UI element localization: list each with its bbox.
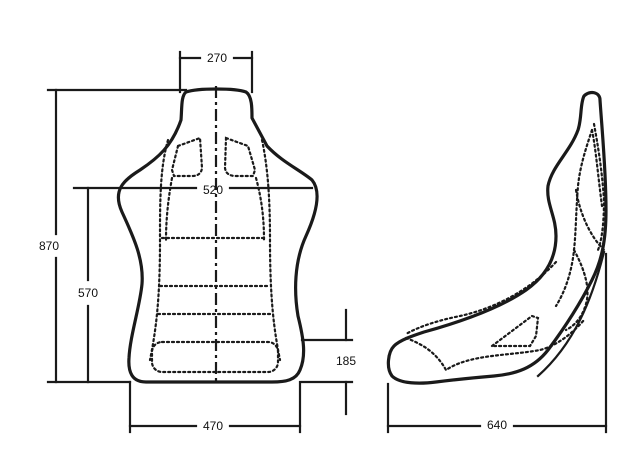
side-seat-outline	[386, 90, 608, 385]
dim-270-label: 270	[207, 51, 227, 65]
side-harness-slot	[488, 314, 540, 348]
dim-185-label: 185	[336, 354, 356, 368]
front-dimensions: 270 520 870 570 185 470	[39, 50, 356, 433]
side-view	[386, 90, 608, 385]
dim-640-label: 640	[487, 418, 507, 432]
dim-870-label: 870	[39, 239, 59, 253]
side-rear-line	[536, 250, 606, 378]
side-lower-seam	[564, 248, 589, 332]
side-cushion-seam	[404, 260, 558, 336]
dim-520-label: 520	[203, 183, 223, 197]
side-back-seam-2	[554, 128, 594, 308]
side-back-seam-3	[590, 128, 604, 208]
left-harness-slot	[170, 136, 204, 178]
side-dimensions: 640	[386, 252, 608, 434]
dim-470-label: 470	[203, 419, 223, 433]
right-seam	[260, 138, 282, 362]
side-bottom-seam	[404, 318, 586, 372]
left-inner-seam	[164, 176, 174, 242]
right-harness-slot	[223, 136, 257, 178]
front-view	[116, 86, 319, 384]
right-inner-seam	[254, 176, 266, 242]
side-back-seam-1	[592, 122, 606, 252]
dim-570-label: 570	[78, 286, 98, 300]
side-diag-seam	[574, 188, 606, 252]
left-seam	[148, 138, 170, 362]
front-seat-outline	[116, 87, 319, 384]
